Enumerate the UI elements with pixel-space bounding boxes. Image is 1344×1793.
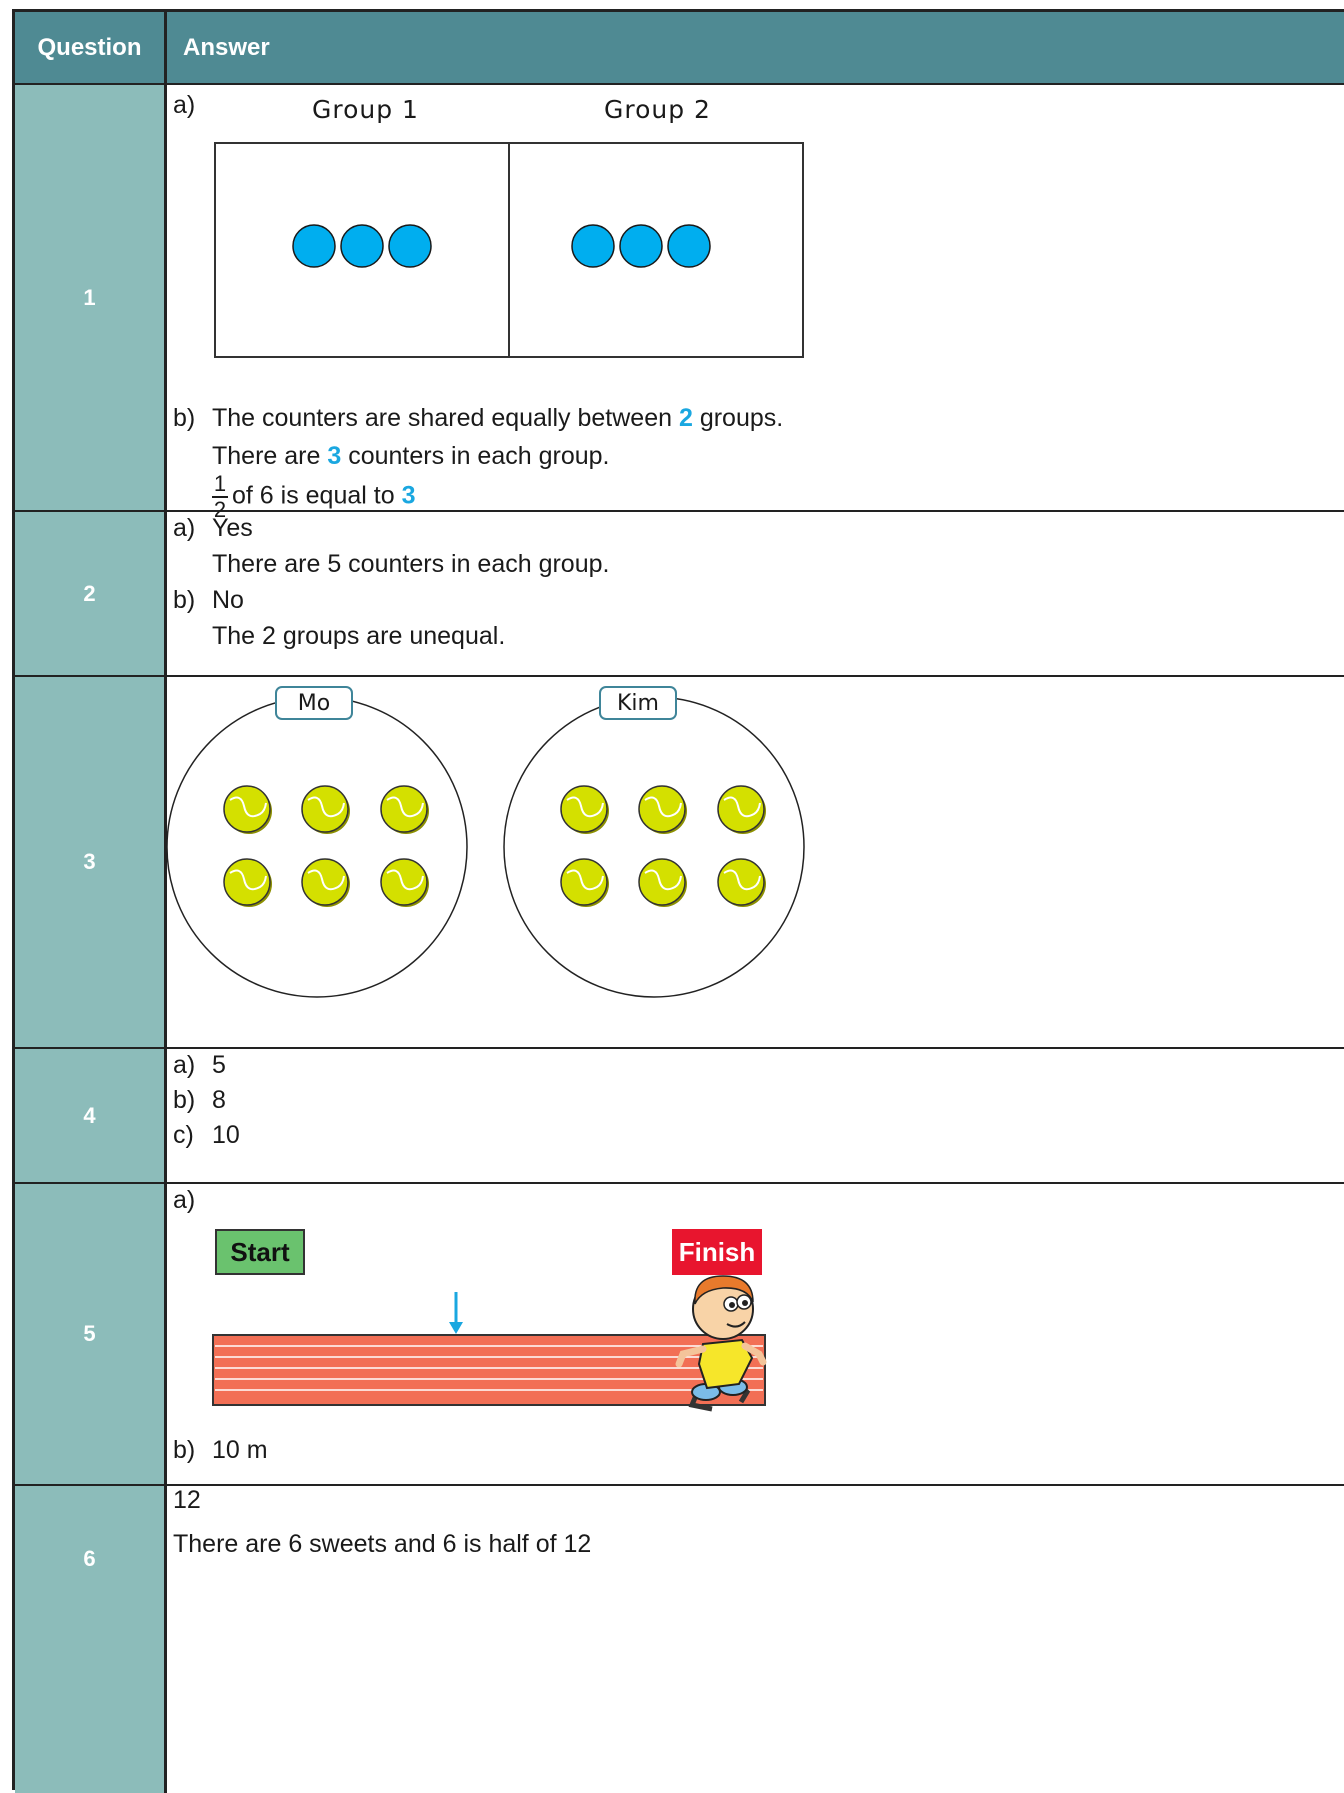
table-row-q3: 3 Mo Kim [15, 677, 1344, 1049]
track-lanes [215, 1345, 763, 1391]
part-a-label: a) [173, 1186, 196, 1214]
tennis-ball-icon [380, 858, 429, 907]
kim-circle [503, 696, 805, 998]
part-b-answer: 8 [212, 1086, 226, 1114]
finish-sign: Finish [672, 1229, 762, 1275]
answer-header: Answer [183, 34, 270, 61]
part-b-answer: No [212, 586, 244, 614]
part-b-label: b) [173, 1436, 196, 1464]
part-c-label: c) [173, 1121, 194, 1149]
question-number: 5 [15, 1184, 167, 1484]
answer-cell: a) Group 1 Group 2 b) The counters are s… [167, 85, 1344, 521]
answer-cell: Mo Kim [166, 677, 1344, 1047]
answer-sheet: Question Answer 1 a) Group 1 Group 2 b) … [12, 9, 1344, 1793]
tennis-ball-icon [223, 785, 272, 834]
tennis-ball-icon [301, 785, 350, 834]
counter [340, 224, 384, 268]
question-number: 1 [15, 85, 167, 510]
tennis-ball-icon [560, 858, 609, 907]
answer-cell: a) Yes There are 5 counters in each grou… [167, 512, 1344, 675]
answer-cell: 12 There are 6 sweets and 6 is half of 1… [167, 1486, 1344, 1793]
counter [619, 224, 663, 268]
counter [292, 224, 336, 268]
text: The counters are shared equally between [212, 404, 679, 432]
answer-number: 3 [401, 481, 416, 510]
part-b-answer: 10 m [212, 1436, 268, 1464]
tennis-ball-groups [166, 696, 805, 998]
tennis-ball-icon [301, 858, 350, 907]
answer-number: 3 [327, 442, 342, 470]
kim-name-tag: Kim [599, 686, 677, 720]
counter [388, 224, 432, 268]
table-row-q6: 6 12 There are 6 sweets and 6 is half of… [15, 1486, 1344, 1793]
group-1-label: Group 1 [312, 95, 419, 124]
tennis-ball-icon [717, 785, 766, 834]
question-number: 2 [15, 512, 167, 675]
text: counters in each group. [341, 442, 610, 470]
answer-number: 2 [678, 404, 693, 432]
part-a-answer: 5 [212, 1051, 226, 1079]
mo-name-tag: Mo [275, 686, 353, 720]
text: of 6 is equal to [232, 481, 402, 510]
answer-cell: a) 5 b) 8 c) 10 [167, 1049, 1344, 1182]
tennis-ball-icon [717, 858, 766, 907]
tennis-ball-icon [380, 785, 429, 834]
part-b-explanation: The 2 groups are unequal. [212, 622, 506, 650]
shared-sentence: The counters are shared equally between … [212, 404, 783, 433]
fraction-numerator: 1 [213, 471, 227, 496]
running-track-diagram [212, 1275, 767, 1412]
table-header: Question Answer [15, 12, 1344, 85]
runner-boy-icon [675, 1275, 767, 1412]
mo-circle [166, 696, 468, 998]
question-number: 3 [15, 677, 167, 1047]
question-header: Question [15, 12, 167, 83]
part-a-label: a) [173, 514, 196, 542]
table-row-q4: 4 a) 5 b) 8 c) 10 [15, 1049, 1344, 1184]
question-number: 4 [15, 1049, 167, 1182]
group-2-label: Group 2 [604, 95, 711, 124]
answer-explanation: There are 6 sweets and 6 is half of 12 [173, 1530, 592, 1558]
part-b-label: b) [173, 1086, 196, 1114]
part-a-explanation: There are 5 counters in each group. [212, 550, 610, 578]
tennis-ball-icon [560, 785, 609, 834]
text: groups. [692, 404, 784, 432]
halfway-arrow-icon [449, 1292, 463, 1334]
part-a-answer: Yes [212, 514, 253, 542]
tennis-ball-icon [638, 858, 687, 907]
text: There are [212, 442, 328, 470]
tennis-ball-icon [223, 858, 272, 907]
table-row-q2: 2 a) Yes There are 5 counters in each gr… [15, 512, 1344, 677]
each-group-sentence: There are 3 counters in each group. [212, 442, 609, 471]
answer-value: 12 [173, 1486, 201, 1514]
part-a-label: a) [173, 1051, 196, 1079]
part-c-answer: 10 [212, 1121, 240, 1149]
table-row-q5: 5 a) Start Finish [15, 1184, 1344, 1486]
table-row-q1: 1 a) Group 1 Group 2 b) The counters are… [15, 85, 1344, 521]
tennis-ball-icon [638, 785, 687, 834]
counter [571, 224, 615, 268]
question-number: 6 [15, 1486, 167, 1793]
part-b-label: b) [173, 586, 196, 614]
part-b-label: b) [173, 404, 196, 432]
fraction-denominator: 2 [213, 497, 227, 522]
part-a-label: a) [173, 91, 196, 119]
answer-cell: a) Start Finish [167, 1184, 1344, 1484]
start-sign: Start [215, 1229, 305, 1275]
counter [667, 224, 711, 268]
groups-diagram [214, 142, 804, 358]
